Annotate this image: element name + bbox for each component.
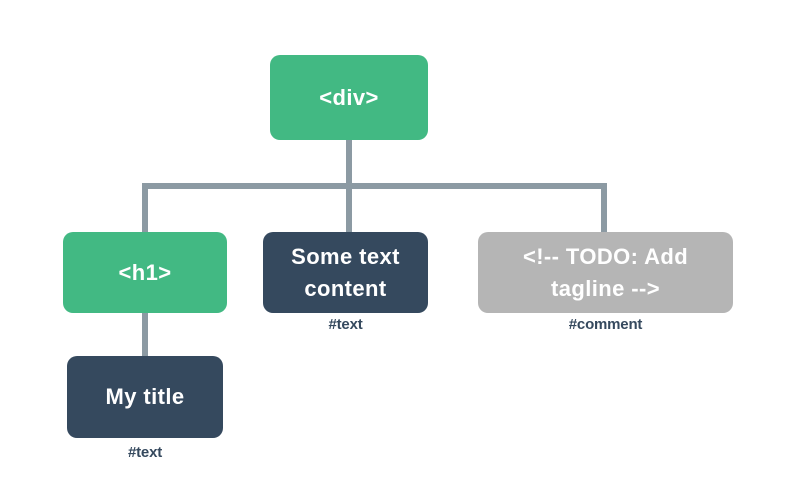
- node-type-label-text: #text: [328, 316, 363, 333]
- node-h1-element: <h1>: [63, 232, 227, 313]
- node-text-content: Some text content: [263, 232, 428, 313]
- connector-h1-to-my-title: [142, 310, 148, 358]
- connector-rail-to-h1: [142, 183, 148, 235]
- node-text-label: Some text content: [291, 243, 400, 301]
- connector-horizontal-rail: [142, 183, 607, 189]
- node-comment-label: <!-- TODO: Add tagline -->: [522, 243, 689, 301]
- node-h1-label: <h1>: [118, 259, 172, 285]
- node-div-element: <div>: [270, 55, 428, 140]
- node-comment: <!-- TODO: Add tagline -->: [478, 232, 733, 313]
- node-type-label-my-title: #text: [127, 444, 163, 461]
- node-my-title: My title: [67, 356, 223, 438]
- node-type-label-comment: #comment: [568, 316, 643, 333]
- node-my-title-label: My title: [105, 384, 185, 410]
- node-div-label: <div>: [319, 84, 379, 110]
- connector-rail-to-comment: [601, 183, 607, 235]
